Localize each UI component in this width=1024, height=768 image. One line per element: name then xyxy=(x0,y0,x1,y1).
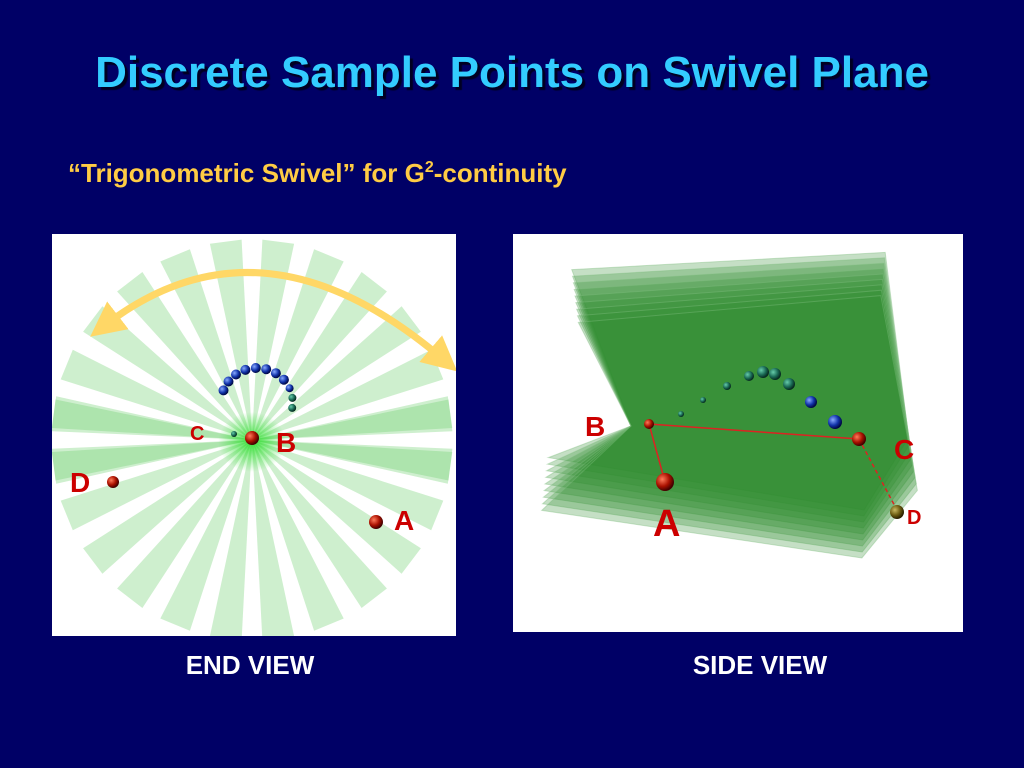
swivel-plane-wedge xyxy=(52,440,252,481)
swivel-plane-wedge xyxy=(252,396,453,440)
sample-point xyxy=(218,385,229,396)
swivel-plane-wedge xyxy=(60,440,253,531)
swivel-plane-wedge xyxy=(252,440,344,631)
sample-point xyxy=(757,366,769,378)
swivel-plane xyxy=(544,268,913,529)
swivel-plane xyxy=(542,284,916,547)
sample-point xyxy=(744,371,754,381)
swivel-plane-wedge xyxy=(52,396,252,440)
side-view-panel: B A C D xyxy=(513,234,963,632)
point-a xyxy=(656,473,674,491)
swivel-plane-wedge xyxy=(209,440,252,636)
point-b xyxy=(245,431,259,445)
sample-point xyxy=(240,364,251,375)
label-c: C xyxy=(190,423,204,445)
side-view-diagram: B A C D xyxy=(540,251,921,559)
label-d: D xyxy=(907,507,921,529)
segment-b-a xyxy=(648,423,666,483)
swivel-plane xyxy=(543,273,914,535)
subtitle-tail: -continuity xyxy=(433,158,567,188)
sample-point xyxy=(250,363,261,373)
swivel-plane xyxy=(540,295,918,559)
sample-point xyxy=(678,411,684,417)
sample-point xyxy=(288,403,297,412)
sample-point xyxy=(769,368,781,380)
sample-point xyxy=(231,369,241,380)
swivel-plane-stack xyxy=(540,251,918,559)
point-c xyxy=(852,432,866,446)
swivel-plane-wedge xyxy=(252,440,421,574)
sample-point xyxy=(261,364,272,375)
swivel-plane-wedge xyxy=(252,440,453,484)
label-a: A xyxy=(394,505,414,536)
end-view-panel: B C D A xyxy=(52,234,456,636)
swivel-plane-wedge xyxy=(160,440,252,631)
side-view-caption: SIDE VIEW xyxy=(692,650,828,680)
point-a xyxy=(369,515,383,529)
sample-point xyxy=(805,396,817,408)
sample-point xyxy=(783,378,795,390)
label-d: D xyxy=(70,467,90,498)
label-b: B xyxy=(585,411,605,442)
label-a: A xyxy=(653,503,680,545)
label-b: B xyxy=(276,427,296,458)
sample-point xyxy=(828,415,842,429)
slide-subtitle: “Trigonometric Swivel” for G2-continuity xyxy=(68,158,567,189)
swivel-plane-wedge xyxy=(252,440,444,531)
sample-points xyxy=(678,366,842,429)
swivel-plane-wedge xyxy=(252,440,387,608)
swivel-plane-wedge xyxy=(83,440,252,574)
swivel-plane-wedge xyxy=(52,399,252,440)
point-c xyxy=(231,431,237,437)
sample-point xyxy=(723,382,731,390)
end-view-diagram: B C D A xyxy=(52,239,456,636)
point-b xyxy=(644,419,654,429)
end-view-caption: END VIEW xyxy=(185,650,315,680)
sample-point xyxy=(270,368,281,379)
point-d xyxy=(890,505,904,519)
swivel-plane xyxy=(541,289,917,553)
subtitle-main: “Trigonometric Swivel” for G xyxy=(68,158,425,188)
swivel-plane-wedge xyxy=(252,440,453,481)
subtitle-superscript: 2 xyxy=(424,159,434,176)
swivel-plane-wedge xyxy=(52,440,252,484)
sample-point xyxy=(278,374,289,385)
sample-points xyxy=(218,363,297,412)
point-d xyxy=(107,476,119,488)
sample-point xyxy=(285,384,294,393)
swivel-arrow xyxy=(90,268,456,372)
label-c: C xyxy=(894,434,914,465)
swivel-plane xyxy=(545,262,912,523)
swivel-plane-wedge xyxy=(117,440,252,608)
swivel-plane-wedge xyxy=(60,349,253,440)
swivel-plane xyxy=(542,278,915,541)
swivel-plane-wedge xyxy=(252,349,444,440)
sample-point xyxy=(288,393,297,402)
sample-point xyxy=(700,397,706,403)
swivel-plane-wedge xyxy=(252,399,453,440)
segment-b-c xyxy=(648,423,860,440)
sample-point xyxy=(223,376,234,387)
swivel-plane xyxy=(546,251,910,511)
slide-title: Discrete Sample Points on Swivel Plane xyxy=(95,48,929,97)
